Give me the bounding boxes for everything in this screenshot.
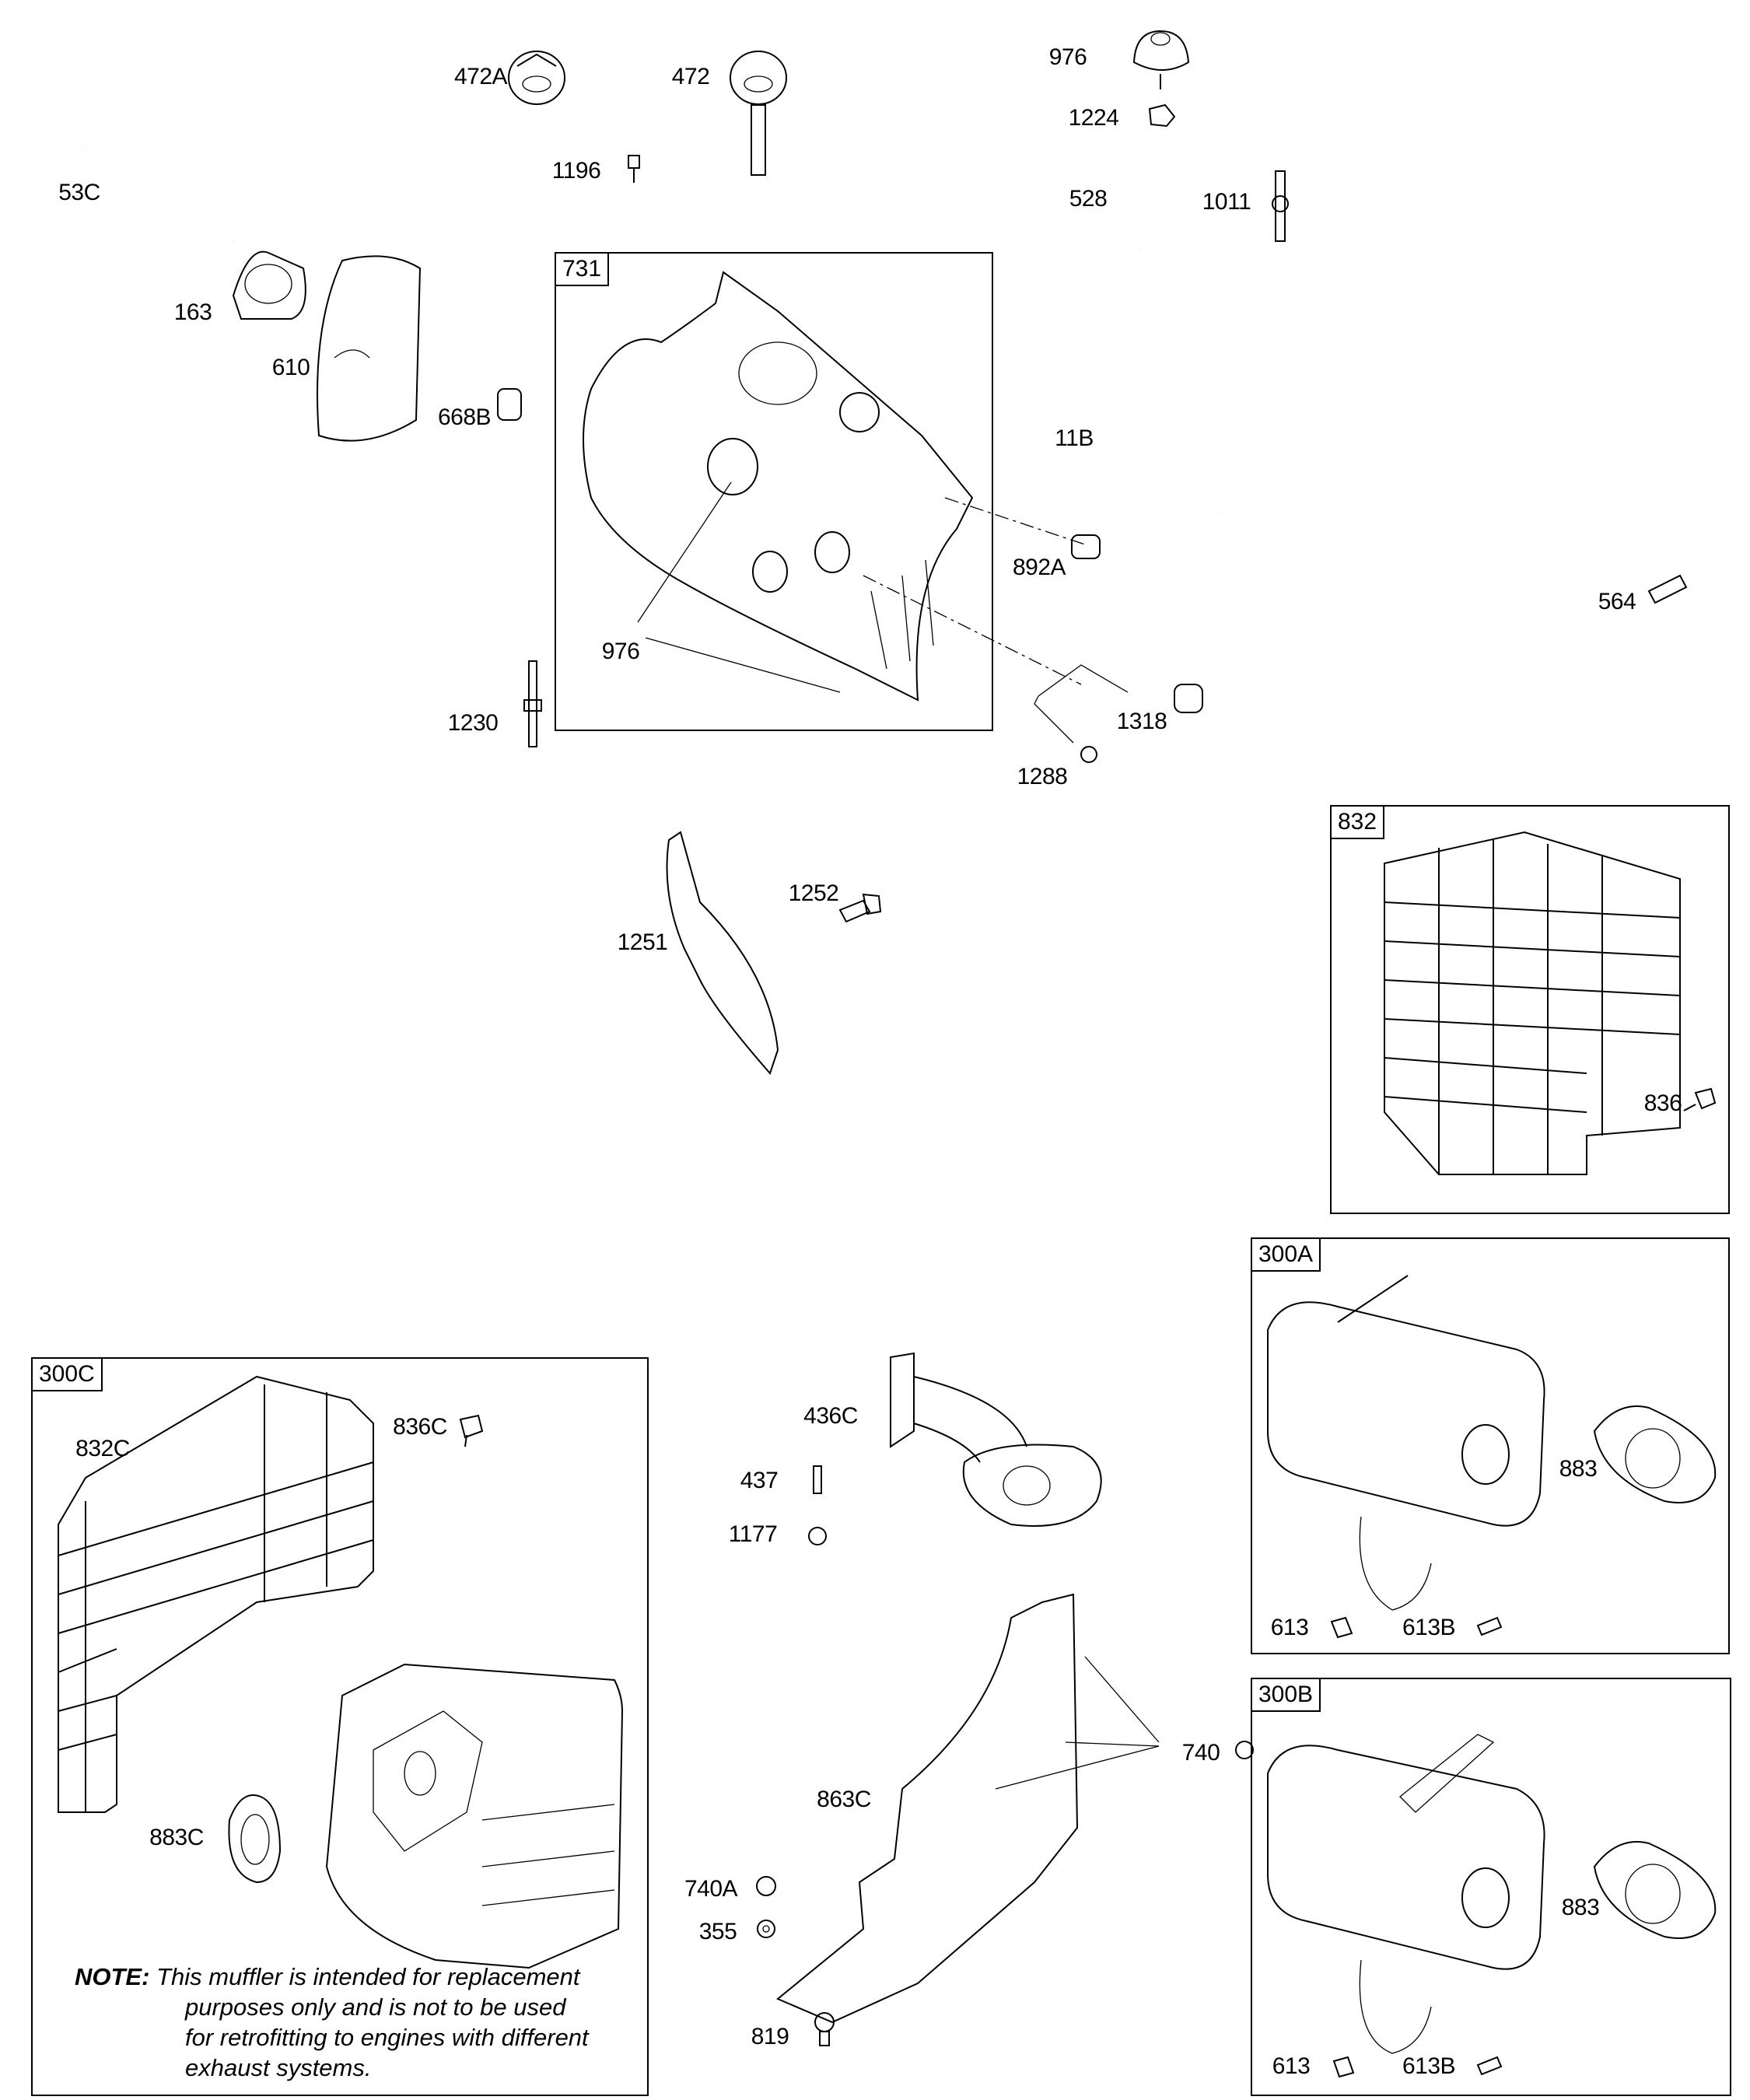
part-436C-elbow	[890, 1352, 1102, 1527]
part-472-knob	[730, 51, 787, 176]
part-564-screw	[1647, 574, 1688, 604]
part-528-hose	[1137, 135, 1156, 250]
callout-883C: 883C	[149, 1825, 204, 1850]
callout-1230: 1230	[447, 710, 499, 736]
part-1224-nut	[1148, 103, 1176, 128]
part-836C-screw	[459, 1414, 484, 1447]
callout-832C: 832C	[75, 1436, 130, 1461]
callout-883-b: 883	[1561, 1895, 1600, 1920]
callout-355: 355	[698, 1919, 737, 1944]
callout-436C: 436C	[803, 1403, 858, 1429]
note-line-1: This muffler is intended for replacement	[156, 1963, 580, 1990]
part-1011-fitting	[1272, 170, 1289, 242]
note-prefix: NOTE:	[75, 1963, 150, 1990]
part-832-cage	[1384, 831, 1681, 1175]
part-883C-gasket	[228, 1794, 282, 1884]
part-437-screw	[813, 1465, 822, 1494]
part-832C-cage	[58, 1375, 374, 1813]
group-832-box: 832	[1330, 805, 1730, 1214]
callout-1288: 1288	[1017, 764, 1068, 789]
part-163-gasket	[232, 250, 306, 320]
callout-1177: 1177	[728, 1521, 778, 1547]
callout-610: 610	[271, 355, 310, 380]
callout-613-b: 613	[1272, 2053, 1311, 2079]
callout-1196: 1196	[551, 158, 601, 184]
callout-437: 437	[740, 1468, 779, 1493]
leader-bracket	[1034, 664, 1129, 744]
part-836-screw	[1683, 1087, 1717, 1111]
part-355-washer	[757, 1920, 775, 1938]
part-1251-shield	[666, 831, 779, 1075]
part-740-nut	[1235, 1741, 1254, 1759]
part-613B-screw-a	[1476, 1616, 1503, 1636]
group-731-tag: 731	[556, 254, 610, 286]
part-1230-stud	[523, 660, 542, 747]
part-472A-knob	[508, 51, 565, 105]
callout-863C: 863C	[817, 1787, 871, 1812]
callout-1011: 1011	[1202, 189, 1251, 215]
group-300C-box: 300C	[31, 1357, 649, 2096]
callout-836: 836	[1643, 1090, 1682, 1116]
group-300A-box: 300A	[1251, 1237, 1730, 1654]
group-300B-box: 300B	[1251, 1678, 1731, 2096]
part-863C-bracket	[776, 1593, 1160, 2024]
part-976-cap	[1132, 30, 1190, 89]
note-line-4: exhaust systems.	[185, 2054, 372, 2081]
callout-1251: 1251	[617, 929, 668, 955]
part-11B-hose	[1131, 425, 1228, 515]
callout-740: 740	[1181, 1740, 1220, 1766]
note-line-3: for retrofitting to engines with differe…	[185, 2024, 589, 2051]
part-300C-muffler	[325, 1663, 624, 1969]
part-892A-valve	[1071, 534, 1101, 559]
part-731-fuel-tank	[583, 271, 974, 702]
callout-11B: 11B	[1055, 425, 1094, 451]
part-819-screw	[814, 2012, 835, 2046]
part-883-gasket-a	[1593, 1405, 1717, 1503]
callout-53C: 53C	[58, 180, 100, 205]
callout-1252: 1252	[788, 880, 839, 906]
callout-836C: 836C	[393, 1414, 447, 1440]
part-1177-nut	[808, 1527, 827, 1545]
group-300B-tag: 300B	[1252, 1679, 1321, 1712]
part-883-gasket-b	[1593, 1841, 1717, 1939]
muffler-note: NOTE: This muffler is intended for repla…	[75, 1962, 619, 2083]
callout-613B-a: 613B	[1402, 1615, 1456, 1640]
leader-892A	[944, 497, 1086, 545]
part-610-plate	[317, 255, 422, 442]
group-731-box: 731	[555, 252, 993, 731]
part-613-screw-b	[1332, 2056, 1355, 2078]
callout-892A: 892A	[1012, 555, 1066, 580]
note-line-2: purposes only and is not to be used	[185, 1993, 566, 2021]
part-740A-nut	[756, 1876, 776, 1896]
callout-976-tank: 976	[601, 639, 640, 664]
part-53C-rod	[84, 146, 235, 243]
part-1318-grommet	[1174, 684, 1203, 713]
callout-564: 564	[1598, 589, 1636, 614]
part-613B-screw-b	[1476, 2056, 1503, 2076]
callout-472A: 472A	[453, 64, 508, 89]
group-832-tag: 832	[1332, 807, 1385, 839]
callout-976: 976	[1048, 44, 1087, 70]
callout-1224: 1224	[1068, 105, 1119, 131]
callout-163: 163	[173, 299, 212, 325]
part-1196-screw	[628, 155, 640, 183]
callout-613-a: 613	[1270, 1615, 1309, 1640]
part-668B-bushing	[497, 388, 522, 421]
group-300A-tag: 300A	[1252, 1239, 1321, 1272]
callout-883-a: 883	[1559, 1456, 1598, 1482]
callout-668B: 668B	[437, 404, 492, 430]
part-300A-muffler	[1267, 1275, 1545, 1611]
part-1288-nut	[1080, 746, 1097, 763]
callout-613B-b: 613B	[1402, 2053, 1456, 2079]
part-613-screw-a	[1330, 1616, 1353, 1639]
callout-819: 819	[751, 2024, 789, 2049]
part-300B-muffler	[1267, 1734, 1545, 2054]
callout-740A: 740A	[684, 1876, 738, 1902]
part-1252-screw	[838, 893, 882, 923]
callout-528: 528	[1069, 186, 1108, 212]
callout-1318: 1318	[1116, 709, 1167, 734]
group-300C-tag: 300C	[33, 1359, 103, 1391]
callout-472: 472	[671, 64, 710, 89]
